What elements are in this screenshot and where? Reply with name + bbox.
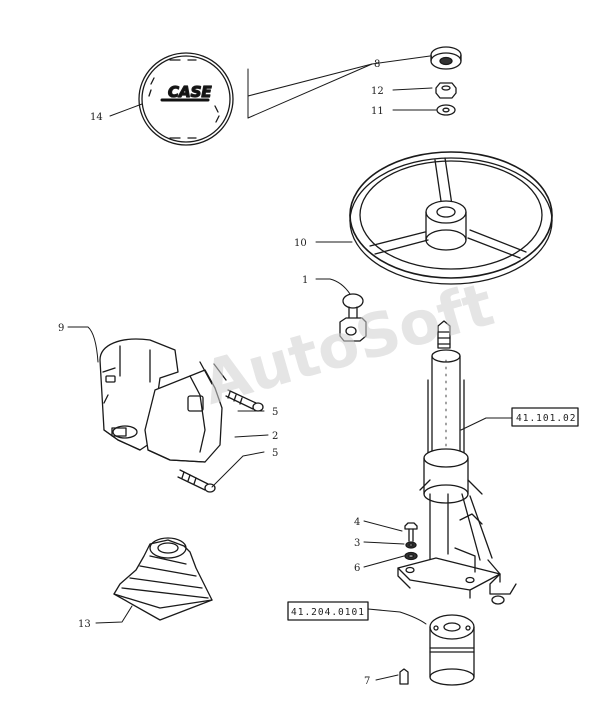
screw-5-lower[interactable] [177,469,216,493]
leader-8 [247,55,431,119]
ref-box-a[interactable] [511,407,579,427]
callout-14[interactable]: 14 [90,112,103,123]
bolt-4[interactable] [404,522,418,542]
bolt-7[interactable] [399,668,409,685]
ref-label-a[interactable]: 41.101.02 [516,413,576,424]
nut-12[interactable] [435,82,457,99]
callout-10[interactable]: 10 [294,238,307,249]
washer-6[interactable] [404,551,418,561]
callout-13[interactable]: 13 [78,619,91,630]
leader-lines [67,87,513,681]
lever-knob-1[interactable] [339,293,367,342]
steering-cap-8[interactable] [430,46,462,70]
callout-11[interactable]: 11 [371,106,384,117]
callout-9[interactable]: 9 [58,323,64,334]
washer-3[interactable] [405,541,417,549]
callout-4[interactable]: 4 [354,517,360,528]
callout-3[interactable]: 3 [354,538,360,549]
steering-valve[interactable] [429,614,475,686]
gear-lever-boot-13[interactable] [113,537,213,621]
callout-1[interactable]: 1 [302,275,308,286]
lower-shroud-2[interactable] [112,361,227,463]
callout-5-upper[interactable]: 5 [272,407,278,418]
horn-cap-14[interactable] [138,52,234,146]
callout-5-lower[interactable]: 5 [272,448,278,459]
callout-numbers: 14 8 12 11 10 1 9 5 2 5 4 3 6 13 7 41.10… [58,59,576,687]
case-logo-text: CASE [168,83,212,101]
steering-wheel-10[interactable] [349,151,553,285]
callout-8[interactable]: 8 [374,59,380,70]
callout-6[interactable]: 6 [354,563,360,574]
callout-12[interactable]: 12 [371,86,384,97]
callout-7[interactable]: 7 [364,676,370,687]
ref-box-b[interactable] [287,601,369,621]
steering-column[interactable] [397,320,517,605]
column-shroud-9[interactable] [99,338,179,451]
callout-2[interactable]: 2 [272,431,278,442]
washer-11[interactable] [436,104,456,116]
ref-label-b[interactable]: 41.204.0101 [291,607,365,618]
